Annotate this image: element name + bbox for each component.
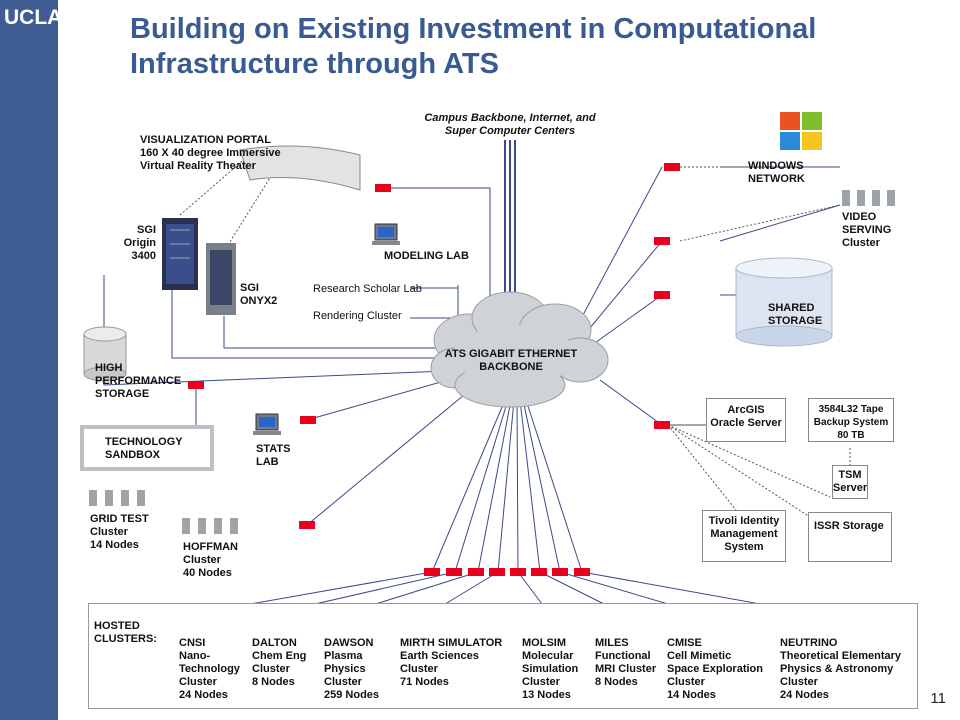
research-lab-label: Research Scholar Lab bbox=[313, 283, 422, 295]
backbone-cloud bbox=[430, 291, 609, 408]
tape-label: 3584L32 Tape Backup System 80 TB bbox=[813, 404, 889, 441]
stats-lab-label: STATS LAB bbox=[256, 443, 291, 468]
sidebar-band: UCLA bbox=[0, 0, 62, 720]
tsm-label: TSM Server bbox=[832, 469, 868, 494]
cluster-miles-label: MILES Functional MRI Cluster 8 Nodes bbox=[595, 637, 657, 688]
modeling-lab-label: MODELING LAB bbox=[384, 250, 469, 262]
tivoli-label: Tivoli Identity Management System bbox=[708, 515, 780, 553]
issr-box bbox=[808, 512, 892, 562]
arcgis-label: ArcGIS Oracle Server bbox=[710, 404, 782, 429]
vr-theater-screen bbox=[239, 145, 361, 191]
tech-sandbox-box bbox=[80, 425, 214, 471]
windows-network-label: WINDOWS NETWORK bbox=[748, 160, 805, 185]
windows-logo-icon bbox=[780, 112, 822, 150]
hps-label: HIGH PERFORMANCE STORAGE bbox=[95, 362, 182, 400]
sgi-onyx-label: SGI ONYX2 bbox=[240, 282, 278, 307]
tech-sandbox-label: TECHNOLOGY SANDBOX bbox=[105, 436, 183, 461]
shared-storage-label: SHARED STORAGE bbox=[768, 302, 823, 327]
modeling-lab-computer-icon bbox=[372, 223, 400, 245]
cluster-mirth-label: MIRTH SIMULATOR Earth Sciences Cluster 7… bbox=[400, 637, 503, 688]
slide-title: Building on Existing Investment in Compu… bbox=[130, 13, 817, 80]
arcgis-box bbox=[706, 398, 786, 442]
cluster-dalton-label: DALTON Chem Eng Cluster 8 Nodes bbox=[252, 637, 307, 688]
page-number: 11 bbox=[930, 690, 946, 707]
stats-lab-computer-icon bbox=[253, 413, 281, 435]
tsm-box bbox=[832, 465, 868, 499]
sgi-origin-label: SGI Origin 3400 bbox=[123, 224, 156, 262]
sgi-origin-icon bbox=[162, 218, 198, 290]
tape-box bbox=[808, 398, 894, 442]
hosted-clusters-box bbox=[88, 603, 918, 709]
hps-cylinder-icon bbox=[83, 326, 127, 382]
connection-lines bbox=[103, 166, 841, 526]
hoffman-label: HOFFMAN Cluster 40 Nodes bbox=[183, 541, 238, 579]
sgi-onyx-icon bbox=[206, 243, 236, 315]
dotted-links bbox=[179, 149, 851, 518]
viz-portal-label: VISUALIZATION PORTAL 160 X 40 degree Imm… bbox=[140, 134, 281, 172]
cluster-cnsi-label: CNSI Nano- Technology Cluster 24 Nodes bbox=[179, 637, 240, 701]
shared-storage-icon bbox=[735, 257, 833, 347]
backbone-label: ATS GIGABIT ETHERNET BACKBONE bbox=[444, 348, 578, 373]
cluster-cmise-label: CMISE Cell Mimetic Space Exploration Clu… bbox=[667, 637, 763, 701]
campus-backbone-label: Campus Backbone, Internet, and Super Com… bbox=[424, 112, 596, 137]
cluster-molsim-label: MOLSIM Molecular Simulation Cluster 13 N… bbox=[522, 637, 579, 701]
rendering-cluster-label: Rendering Cluster bbox=[313, 310, 402, 322]
ucla-logo: UCLA bbox=[4, 6, 63, 29]
hosted-clusters-label: HOSTED CLUSTERS: bbox=[94, 620, 157, 645]
issr-label: ISSR Storage bbox=[814, 520, 884, 532]
grid-test-label: GRID TEST Cluster 14 Nodes bbox=[90, 513, 149, 551]
cluster-neutrino-label: NEUTRINO Theoretical Elementary Physics … bbox=[780, 637, 902, 701]
cluster-dawson-label: DAWSON Plasma Physics Cluster 259 Nodes bbox=[324, 637, 380, 701]
red-connectors bbox=[188, 163, 680, 576]
video-serving-label: VIDEO SERVING Cluster bbox=[842, 211, 892, 249]
tivoli-box bbox=[702, 510, 786, 562]
